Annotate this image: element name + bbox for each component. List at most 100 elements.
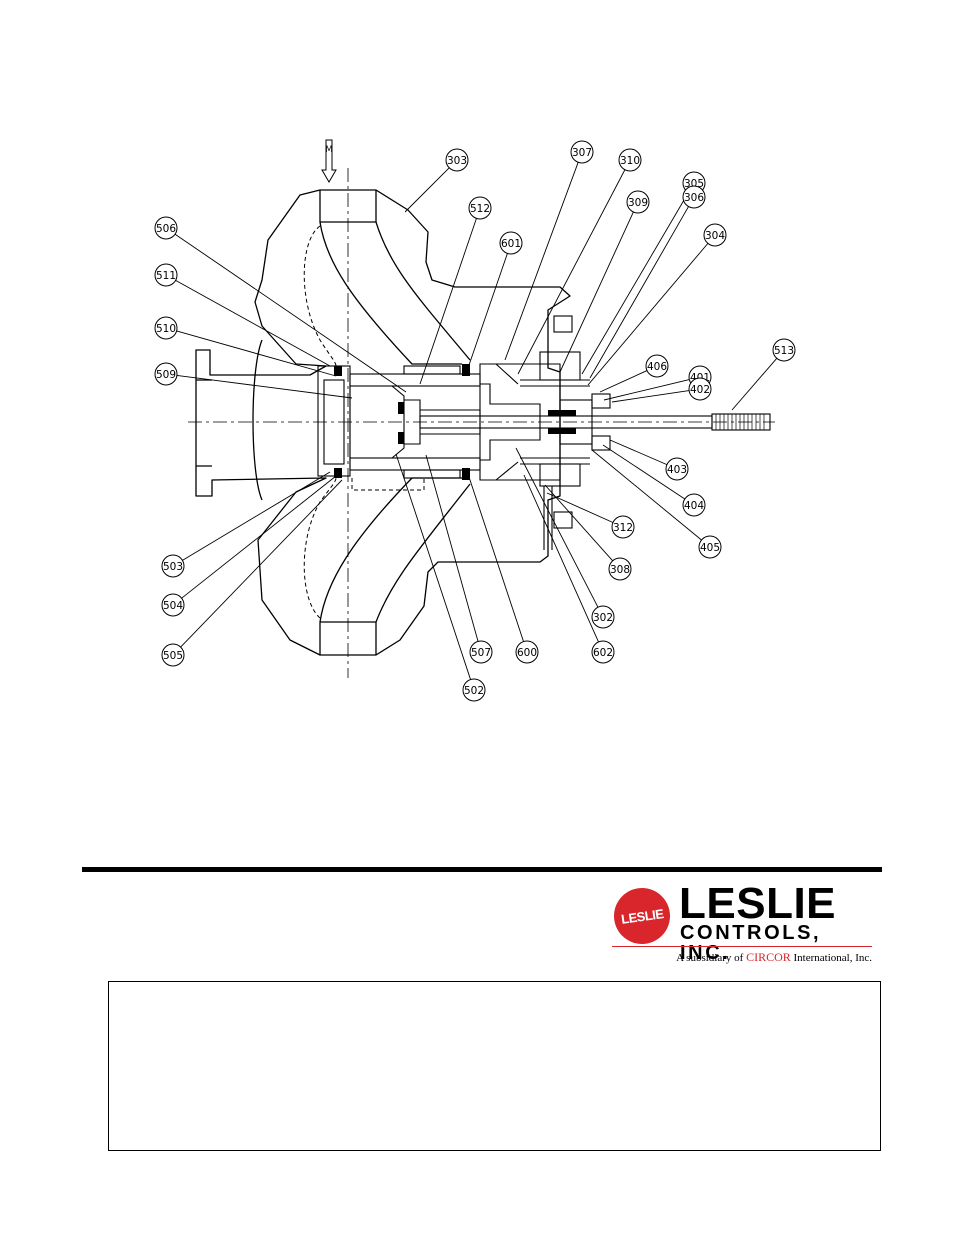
callout-leader-line — [599, 370, 648, 393]
callout-number: 406 — [647, 361, 667, 373]
callout-bubble — [462, 678, 486, 702]
tagline-prefix: A subsidiary of — [676, 952, 744, 964]
company-tagline: A subsidiary of CIRCOR International, In… — [676, 950, 872, 965]
callout-bubble — [698, 535, 722, 559]
centerlines — [188, 168, 775, 678]
callout-leader-line — [611, 390, 690, 403]
callout-number: 602 — [593, 647, 613, 659]
callout-number: 307 — [572, 147, 592, 159]
callout-number: 306 — [684, 192, 704, 204]
callout-bubble — [445, 148, 469, 172]
callout-number: 600 — [517, 647, 537, 659]
callout-405: 405 — [591, 449, 722, 559]
callout-406: 406 — [599, 354, 669, 393]
callout-bubble — [161, 643, 185, 667]
callout-303: 303 — [404, 148, 469, 213]
callout-312: 312 — [546, 492, 635, 539]
callout-bubble — [665, 457, 689, 481]
internal-trim — [317, 315, 771, 550]
callout-leader-line — [731, 358, 778, 411]
callout-number: 509 — [156, 369, 176, 381]
callout-302: 302 — [515, 447, 615, 629]
callout-leader-line — [182, 471, 331, 561]
section-divider — [82, 867, 882, 872]
callout-601: 601 — [467, 231, 523, 369]
callout-leader-line — [176, 374, 353, 399]
callout-leader-line — [181, 475, 337, 599]
callout-leader-line — [523, 474, 599, 643]
callout-513: 513 — [731, 338, 796, 411]
callout-bubble — [591, 640, 615, 664]
callout-leader-line — [517, 169, 626, 375]
callout-bubble — [468, 196, 492, 220]
callout-number: 403 — [667, 464, 687, 476]
callout-leader-line — [174, 233, 407, 393]
callout-leader-line — [609, 439, 668, 466]
callout-number: 511 — [156, 270, 176, 282]
callout-number: 309 — [628, 197, 648, 209]
callout-number: 512 — [470, 203, 490, 215]
callout-512: 512 — [419, 196, 492, 385]
callout-leader-line — [175, 279, 331, 367]
callout-leader-line — [467, 473, 524, 642]
callout-bubble — [608, 557, 632, 581]
callout-number: 312 — [613, 522, 633, 534]
part-callouts: 3033073103093053063045126015065115105094… — [154, 140, 796, 702]
callout-bubble — [469, 640, 493, 664]
callout-504: 504 — [161, 475, 337, 617]
logo-badge: LESLIE — [614, 888, 670, 944]
callout-number: 506 — [156, 223, 176, 235]
callout-number: 504 — [163, 600, 183, 612]
callout-505: 505 — [161, 479, 343, 667]
company-subname: CONTROLS, INC. — [680, 922, 822, 964]
callout-bubble — [154, 316, 178, 340]
callout-leader-line — [504, 162, 579, 361]
callout-number: 302 — [593, 612, 613, 624]
callout-bubble — [618, 148, 642, 172]
callout-bubble — [154, 362, 178, 386]
callout-509: 509 — [154, 362, 353, 399]
callout-310: 310 — [517, 148, 642, 375]
callout-bubble — [611, 515, 635, 539]
callout-bubble — [154, 216, 178, 240]
callout-leader-line — [544, 484, 614, 562]
callout-leader-line — [587, 243, 709, 386]
callout-404: 404 — [602, 444, 706, 517]
callout-bubble — [161, 593, 185, 617]
callout-leader-line — [419, 218, 477, 385]
callout-leader-line — [546, 492, 614, 523]
callout-number: 505 — [163, 650, 183, 662]
callout-403: 403 — [609, 439, 689, 481]
valve-body — [195, 189, 571, 656]
callout-bubble — [591, 605, 615, 629]
callout-number: 303 — [447, 155, 467, 167]
callout-leader-line — [404, 167, 450, 213]
callout-number: 510 — [156, 323, 176, 335]
callout-bubble — [570, 140, 594, 164]
callout-507: 507 — [425, 454, 493, 664]
callout-leader-line — [515, 447, 599, 608]
callout-bubble — [161, 554, 185, 578]
callout-leader-line — [591, 449, 702, 541]
callout-506: 506 — [154, 216, 407, 393]
callout-leader-line — [559, 211, 634, 373]
callout-510: 510 — [154, 316, 337, 377]
callout-602: 602 — [523, 474, 615, 664]
callout-leader-line — [603, 379, 690, 401]
callout-number: 507 — [471, 647, 491, 659]
callout-number: 402 — [690, 384, 710, 396]
company-name: LESLIE — [679, 879, 837, 928]
callout-306: 306 — [589, 185, 706, 379]
callout-402: 402 — [611, 377, 712, 403]
callout-304: 304 — [587, 223, 727, 386]
callout-number: 308 — [610, 564, 630, 576]
callout-307: 307 — [504, 140, 594, 361]
callout-leader-line — [395, 453, 471, 680]
content-box — [108, 981, 881, 1151]
callout-number: 404 — [684, 500, 704, 512]
callout-bubble — [626, 190, 650, 214]
callout-number: 601 — [501, 238, 521, 250]
callout-511: 511 — [154, 263, 331, 367]
callout-600: 600 — [467, 473, 539, 664]
callout-bubble — [645, 354, 669, 378]
